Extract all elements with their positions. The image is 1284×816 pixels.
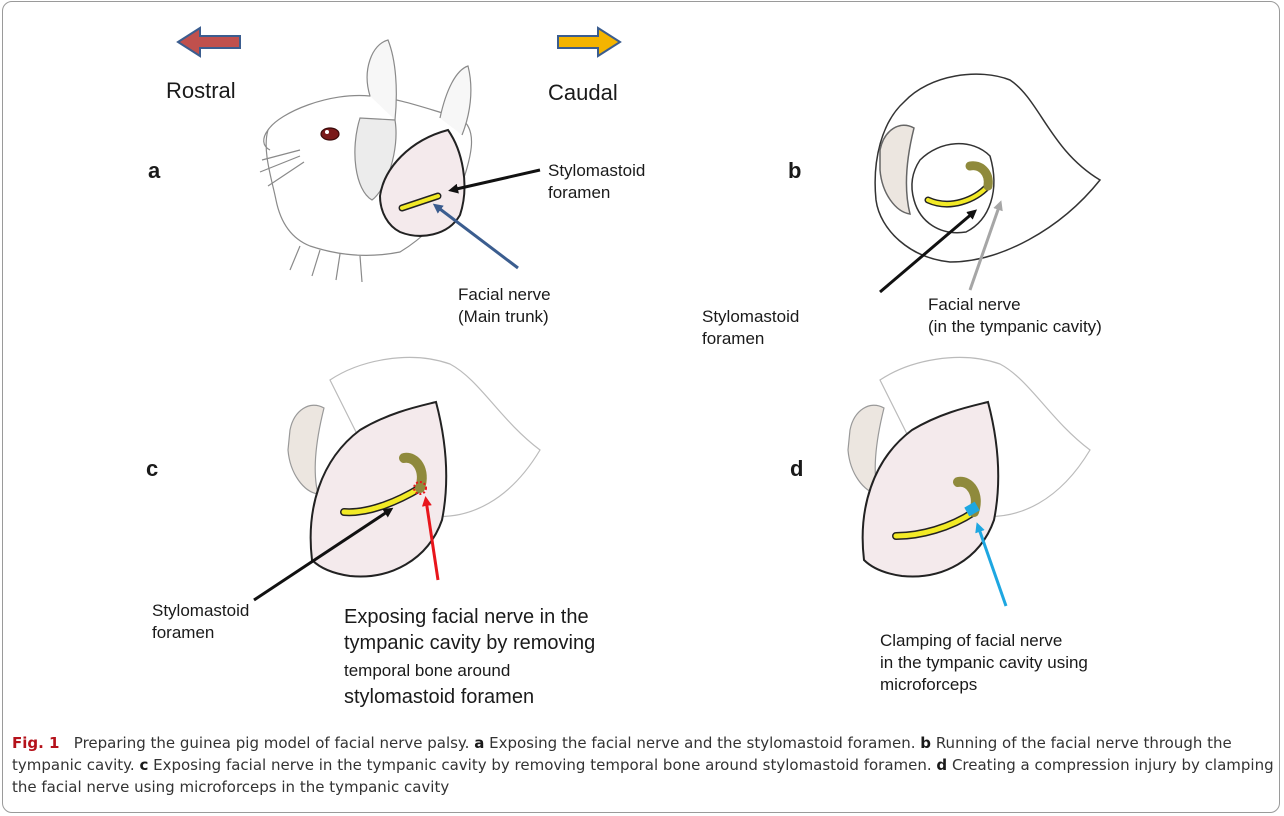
label-c-stylomastoid-foramen: Stylomastoid foramen xyxy=(152,600,249,644)
caption-title: Preparing the guinea pig model of facial… xyxy=(74,734,470,752)
label-d-clamping: Clamping of facial nerve in the tympanic… xyxy=(880,630,1088,696)
caption-text-a: Exposing the facial nerve and the stylom… xyxy=(489,734,915,752)
panel-letter-d: d xyxy=(790,456,803,482)
rostral-label: Rostral xyxy=(166,78,236,104)
label-a-facial-nerve: Facial nerve (Main trunk) xyxy=(458,284,551,328)
caption-letter-a: a xyxy=(474,734,484,752)
panel-letter-c: c xyxy=(146,456,158,482)
label-c-exposing-line1: Exposing facial nerve in the tympanic ca… xyxy=(344,604,595,656)
figure-caption: Fig. 1 Preparing the guinea pig model of… xyxy=(12,732,1274,798)
caption-letter-b: b xyxy=(920,734,931,752)
label-b-stylomastoid-foramen: Stylomastoid foramen xyxy=(702,306,799,350)
panel-letter-a: a xyxy=(148,158,160,184)
surgical-window-d xyxy=(863,402,999,577)
rostral-arrow-icon xyxy=(178,28,240,56)
caption-prefix: Fig. 1 xyxy=(12,734,59,752)
ear-region-b xyxy=(875,74,1100,262)
caption-text-c: Exposing facial nerve in the tympanic ca… xyxy=(153,756,932,774)
label-c-exposing-line3: stylomastoid foramen xyxy=(344,684,534,710)
caudal-label: Caudal xyxy=(548,80,618,106)
caption-letter-d: d xyxy=(936,756,947,774)
figure-illustration: Rostral Caudal a b c d Stylomastoid fora… xyxy=(0,0,1284,720)
label-b-facial-nerve: Facial nerve (in the tympanic cavity) xyxy=(928,294,1102,338)
label-c-exposing-line2: temporal bone around xyxy=(344,660,510,682)
caudal-arrow-icon xyxy=(558,28,620,56)
label-a-stylomastoid-foramen: Stylomastoid foramen xyxy=(548,160,645,204)
caption-letter-c: c xyxy=(139,756,148,774)
panel-letter-b: b xyxy=(788,158,801,184)
